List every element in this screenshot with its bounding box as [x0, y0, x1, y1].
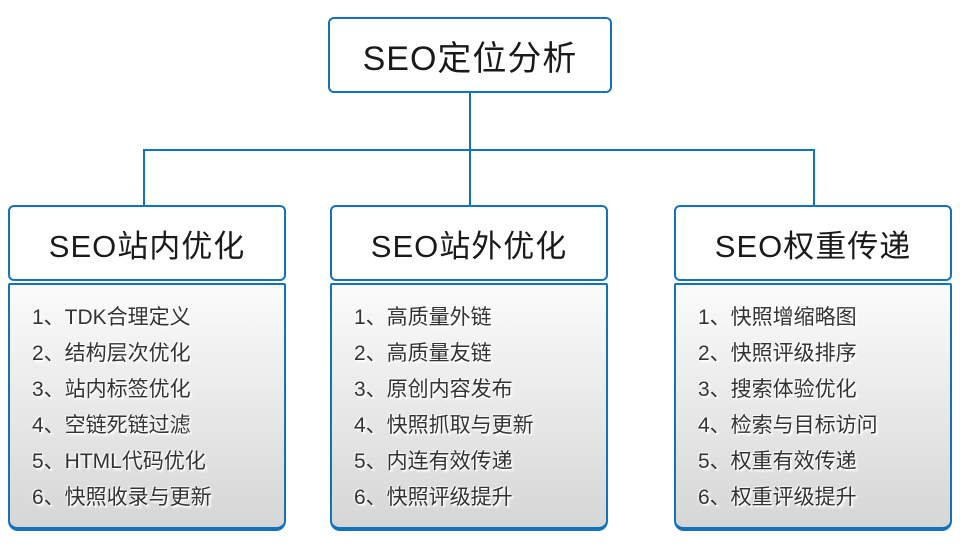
list-item: 2、快照评级排序 — [698, 342, 857, 365]
branch-title: SEO站内优化 — [48, 228, 246, 264]
connector-stem — [469, 93, 471, 150]
root-node-label: SEO定位分析 — [362, 39, 578, 78]
list-item: 6、快照评级提升 — [354, 486, 513, 509]
list-item: 5、HTML代码优化 — [32, 450, 206, 473]
list-item: 6、权重评级提升 — [698, 486, 857, 509]
list-item: 3、原创内容发布 — [354, 378, 513, 401]
branch-title: SEO站外优化 — [370, 228, 568, 264]
branch-list-offsite: 1、高质量外链 2、高质量友链 3、原创内容发布 4、快照抓取与更新 5、内连有… — [332, 285, 606, 516]
branch-list-onsite: 1、TDK合理定义 2、结构层次优化 3、站内标签优化 4、空链死链过滤 5、H… — [10, 285, 284, 516]
branch-title: SEO权重传递 — [714, 228, 912, 264]
branch-list-weight: 1、快照增缩略图 2、快照评级排序 3、搜索体验优化 4、检索与目标访问 5、权… — [676, 285, 950, 516]
branch-header-offsite: SEO站外优化 — [330, 205, 608, 281]
list-item: 1、TDK合理定义 — [32, 306, 191, 329]
list-item: 5、权重有效传递 — [698, 450, 857, 473]
root-node: SEO定位分析 — [328, 17, 612, 93]
list-item: 4、空链死链过滤 — [32, 414, 191, 437]
list-item: 2、结构层次优化 — [32, 342, 191, 365]
list-item: 3、搜索体验优化 — [698, 378, 857, 401]
branch-card-offsite: 1、高质量外链 2、高质量友链 3、原创内容发布 4、快照抓取与更新 5、内连有… — [330, 283, 608, 531]
connector-drop-left — [143, 149, 145, 206]
connector-crossbar — [143, 149, 815, 151]
list-item: 2、高质量友链 — [354, 342, 492, 365]
list-item: 4、快照抓取与更新 — [354, 414, 534, 437]
connector-drop-right — [813, 149, 815, 206]
branch-header-weight: SEO权重传递 — [674, 205, 952, 281]
list-item: 1、高质量外链 — [354, 306, 492, 329]
connector-drop-center — [469, 149, 471, 206]
list-item: 6、快照收录与更新 — [32, 486, 212, 509]
list-item: 1、快照增缩略图 — [698, 306, 857, 329]
list-item: 4、检索与目标访问 — [698, 414, 878, 437]
branch-card-onsite: 1、TDK合理定义 2、结构层次优化 3、站内标签优化 4、空链死链过滤 5、H… — [8, 283, 286, 531]
list-item: 3、站内标签优化 — [32, 378, 191, 401]
list-item: 5、内连有效传递 — [354, 450, 513, 473]
branch-card-weight: 1、快照增缩略图 2、快照评级排序 3、搜索体验优化 4、检索与目标访问 5、权… — [674, 283, 952, 531]
branch-header-onsite: SEO站内优化 — [8, 205, 286, 281]
